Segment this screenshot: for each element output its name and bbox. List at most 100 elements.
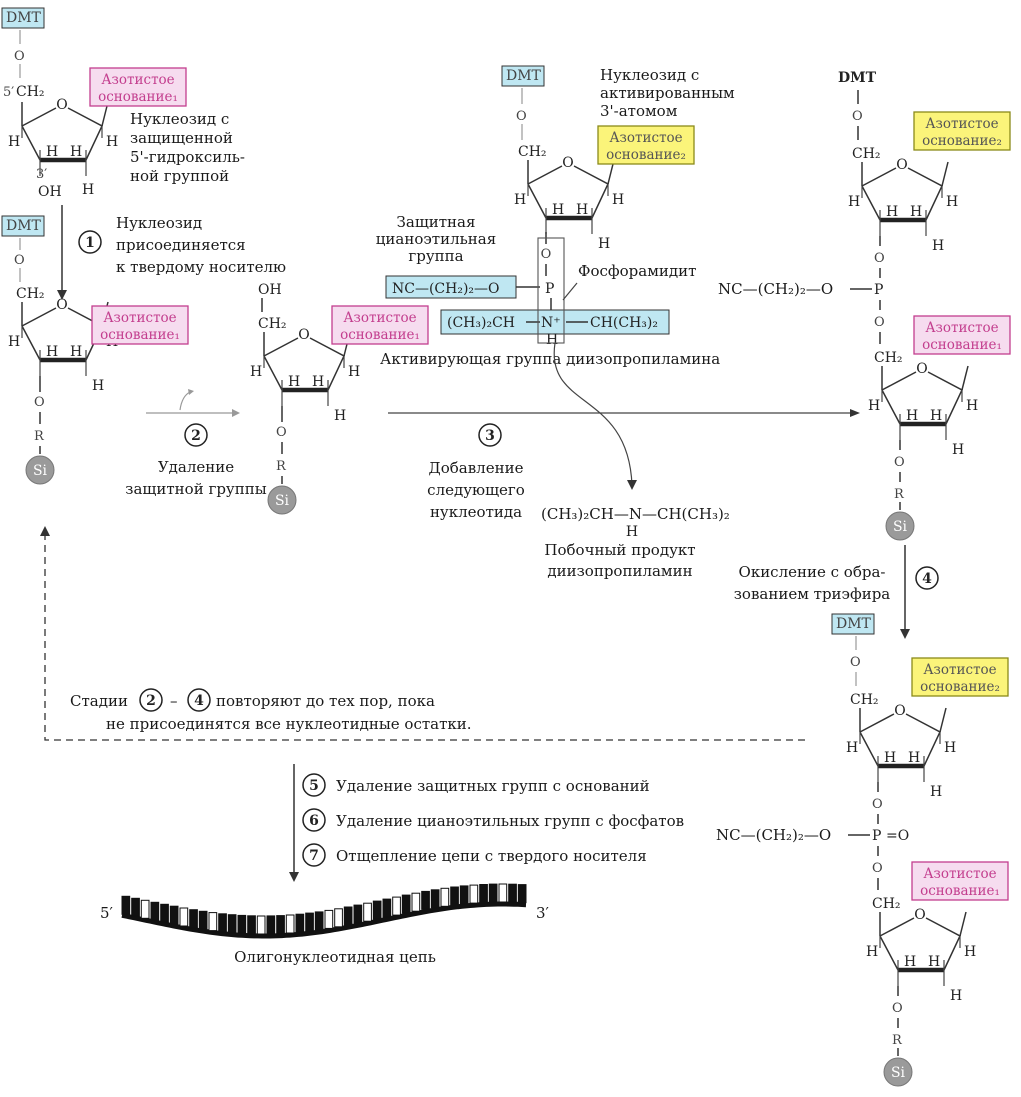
- hydrogen: H: [46, 144, 58, 160]
- hydrogen: H: [848, 194, 860, 210]
- chain-base: [237, 914, 247, 934]
- ring-oxygen: O: [896, 157, 907, 173]
- step-text-2: защитной группы: [125, 480, 266, 498]
- step-badge-5: [302, 773, 326, 797]
- phosphate-oxygen: =O: [886, 828, 909, 844]
- chain-base: [450, 886, 459, 906]
- step-text-3: Добавление: [429, 459, 524, 477]
- chain-base: [256, 915, 266, 935]
- solid-support-si: [25, 455, 55, 485]
- base1-box: [89, 67, 187, 107]
- solid-support-si: [885, 511, 915, 541]
- arrow-byproduct: [553, 342, 633, 486]
- base-label: основание₂: [920, 679, 1000, 695]
- hydrogen: H: [288, 374, 300, 390]
- hydrogen: H: [598, 236, 610, 252]
- hydrogen: H: [906, 408, 918, 424]
- base-label: Азотистое: [925, 116, 998, 132]
- step-badge-ref: [187, 688, 211, 712]
- phosphoramidite-label: Фосфорамидит: [578, 262, 696, 280]
- oxygen: O: [872, 861, 883, 876]
- chain-base: [411, 892, 421, 912]
- cyanoethyl-formula: NC—(CH₂)₂—O: [392, 281, 500, 297]
- step-text-7: Отщепление цепи с твердого носителя: [336, 847, 647, 865]
- r-group: R: [892, 1033, 903, 1048]
- hydrogen: H: [928, 954, 940, 970]
- cyanoethyl-label: группа: [408, 247, 463, 265]
- step-text-1: присоединяется: [116, 236, 246, 254]
- chain-base: [314, 911, 324, 931]
- hydrogen: H: [884, 750, 896, 766]
- si-label: Si: [891, 1065, 906, 1081]
- ch2: CH₂: [852, 146, 881, 162]
- base-label: Азотистое: [103, 310, 176, 326]
- cyanoethyl-label: Защитная: [397, 213, 476, 231]
- dmt-box: [1, 215, 45, 237]
- activated-nucleoside-label: активированным: [600, 84, 735, 102]
- oxygen: O: [852, 109, 863, 124]
- chain-base: [459, 885, 469, 905]
- chain-base: [363, 902, 372, 922]
- cyanoethyl-formula: NC—(CH₂)₂—O: [716, 826, 831, 844]
- hydrogen: H: [886, 204, 898, 220]
- step-number: 4: [194, 693, 204, 709]
- base-label: Азотистое: [609, 130, 682, 146]
- hydrogen: H: [312, 374, 324, 390]
- prime-label: 5′: [3, 85, 14, 100]
- byproduct-formula: (CH₃)₂CH—N—CH(CH₃)₂: [541, 505, 730, 523]
- chain-base: [169, 905, 179, 925]
- ch2: CH₂: [16, 286, 45, 302]
- hydrogen: H: [546, 332, 558, 348]
- hydrogen: H: [910, 204, 922, 220]
- solid-support-si: [267, 485, 297, 515]
- phosphorus: P: [874, 282, 883, 298]
- solid-support-si: [883, 1057, 913, 1087]
- repeat-text: не присоединятся все нуклеотидные остатк…: [106, 715, 472, 733]
- step-number: 2: [146, 693, 156, 709]
- ch2: CH₂: [16, 84, 45, 100]
- step-badge-2: [184, 423, 208, 447]
- activated-nucleoside-label: Нуклеозид с: [600, 66, 699, 84]
- step-text-4: зованием триэфира: [734, 585, 891, 603]
- protected-nucleoside-label: защищенной: [130, 129, 233, 147]
- chain-base: [508, 883, 517, 903]
- chain-base: [517, 884, 527, 904]
- step-badge-3: [478, 423, 502, 447]
- chain-backbone: [121, 901, 527, 939]
- chain-base: [247, 915, 256, 935]
- ring-oxygen: O: [916, 361, 927, 377]
- ch2: CH₂: [850, 692, 879, 708]
- base2-box: [911, 657, 1009, 697]
- repeat-text: повторяют до тех пор, пока: [216, 692, 435, 710]
- amine-formula: N⁺: [541, 315, 561, 331]
- hydrogen: H: [8, 334, 20, 350]
- hydrogen: H: [552, 202, 564, 218]
- hydrogen: H: [250, 364, 262, 380]
- chain-base: [469, 884, 479, 904]
- base-label: Азотистое: [925, 320, 998, 336]
- chain-base: [372, 900, 382, 920]
- si-label: Si: [893, 519, 908, 535]
- hydrogen: H: [70, 144, 82, 160]
- step-badge-ref: [139, 688, 163, 712]
- repeat-loop-arrow: [44, 532, 805, 741]
- base-label: основание₁: [100, 327, 180, 343]
- chain-base: [266, 915, 276, 935]
- step-badge-6: [302, 808, 326, 832]
- base-label: основание₁: [920, 883, 1000, 899]
- phosphoramidite-frame: [537, 237, 565, 344]
- step-text-3: нуклеотида: [430, 503, 522, 521]
- hydrogen: H: [82, 182, 94, 198]
- base-label: Азотистое: [101, 72, 174, 88]
- hydrogen: H: [348, 364, 360, 380]
- dmt-box: [501, 65, 545, 87]
- ch2: CH₂: [518, 144, 547, 160]
- hydrogen: H: [626, 524, 638, 540]
- step-number: 4: [922, 571, 932, 587]
- hydrogen: H: [106, 134, 118, 150]
- oxygen: O: [874, 315, 885, 330]
- base1-box: [91, 305, 189, 345]
- amine-box: [440, 309, 670, 335]
- step-number: 5: [309, 778, 319, 794]
- chain-3-end: 3′: [536, 904, 550, 922]
